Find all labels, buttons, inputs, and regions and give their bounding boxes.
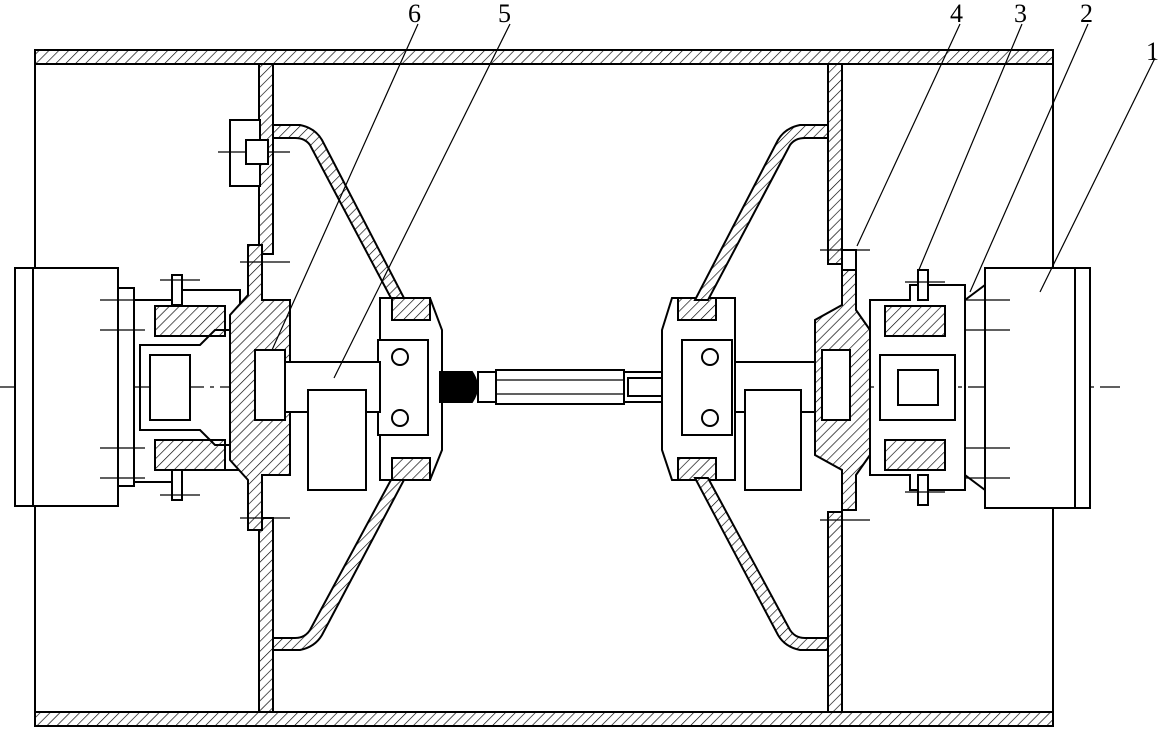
right-flange (814, 249, 871, 521)
intermediate-shaft (495, 369, 625, 405)
housing-bottom-plate (34, 711, 1054, 727)
right-fan-hub (661, 297, 736, 481)
right-bearing-housing (869, 269, 966, 506)
leader-lines (271, 23, 1156, 379)
left-shaft (284, 361, 381, 491)
callout-label-3: 3 (1014, 0, 1027, 28)
callout-label-1: 1 (1146, 37, 1159, 66)
callout-label-2: 2 (1080, 0, 1093, 28)
left-bearing-housing (133, 274, 256, 501)
coupling-element (439, 371, 497, 403)
right-bulkhead (827, 63, 843, 713)
callout-label-6: 6 (408, 0, 421, 28)
left-motor (14, 267, 145, 507)
right-motor (964, 267, 1091, 509)
right-shaft (734, 361, 826, 491)
callout-label-4: 4 (950, 0, 963, 28)
callout-label-5: 5 (498, 0, 511, 28)
left-fan-hub (377, 297, 443, 481)
left-top-bracket (218, 119, 290, 187)
left-flange (229, 244, 291, 531)
housing-top-plate (34, 49, 1054, 65)
right-fan-cone (693, 124, 829, 651)
